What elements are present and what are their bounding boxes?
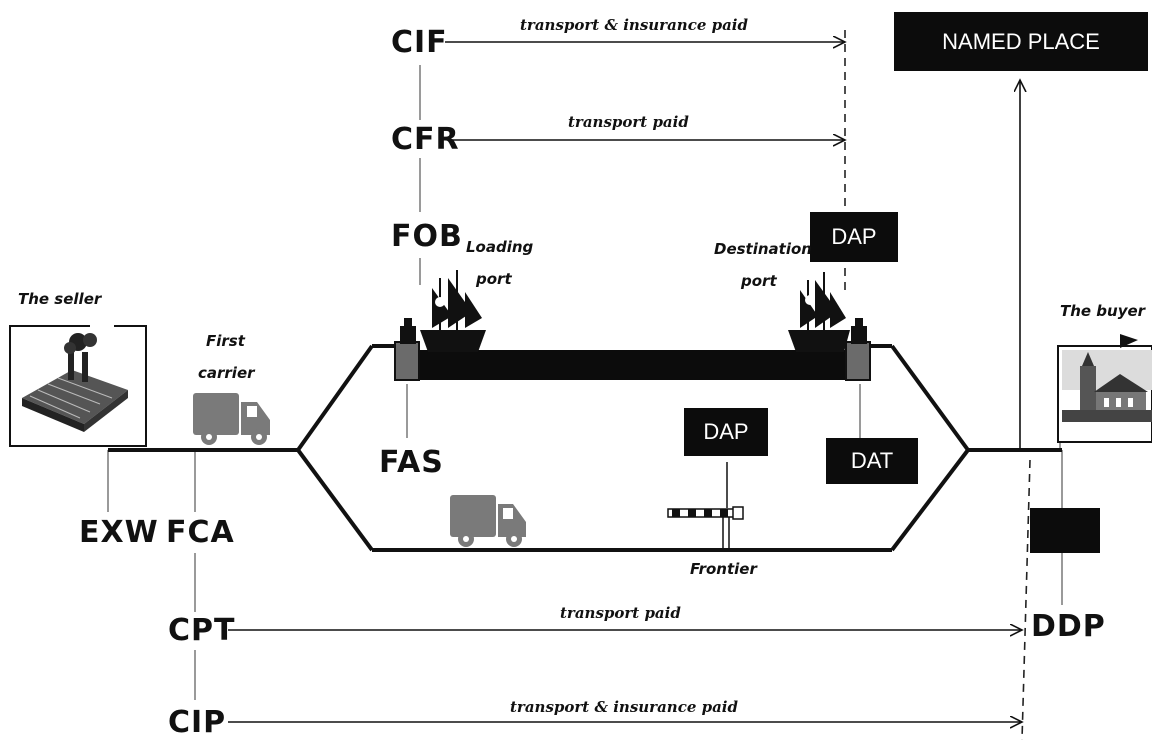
destination-quay bbox=[845, 341, 871, 381]
buyer-label: The buyer bbox=[1060, 302, 1146, 320]
cfr-arrow-label: transport paid bbox=[568, 113, 689, 131]
loading-quay bbox=[394, 341, 420, 381]
dap-frontier-box: DAP bbox=[684, 408, 768, 456]
first-carrier-line1: First bbox=[206, 332, 245, 350]
term-fca: FCA bbox=[166, 515, 235, 550]
cip-arrow-label: transport & insurance paid bbox=[510, 698, 738, 716]
frontier-label: Frontier bbox=[690, 560, 757, 578]
term-cif: CIF bbox=[391, 25, 448, 60]
ship-icon bbox=[788, 272, 850, 352]
ddp-box bbox=[1030, 508, 1100, 553]
truck-icon bbox=[193, 393, 270, 445]
crane-icon bbox=[400, 318, 416, 344]
barrier-icon bbox=[667, 462, 744, 548]
cif-arrow-label: transport & insurance paid bbox=[520, 16, 748, 34]
destination-port-line1: Destination bbox=[714, 240, 812, 258]
crane-icon bbox=[851, 318, 867, 344]
named-place-dashed-line bbox=[1021, 459, 1031, 741]
term-fas: FAS bbox=[379, 445, 444, 480]
transport-route bbox=[108, 344, 1062, 552]
first-carrier-line2: carrier bbox=[198, 364, 255, 382]
ship-icon bbox=[420, 270, 486, 352]
truck-icon bbox=[450, 495, 526, 547]
term-exw: EXW bbox=[79, 515, 159, 550]
term-cpt: CPT bbox=[168, 613, 236, 648]
seller-label: The seller bbox=[18, 290, 102, 308]
loading-port-line2: port bbox=[476, 270, 512, 288]
cpt-arrow-label: transport paid bbox=[560, 604, 681, 622]
term-ddp: DDP bbox=[1031, 609, 1106, 644]
loading-port-line1: Loading bbox=[466, 238, 534, 256]
church-icon bbox=[1057, 334, 1152, 443]
named-place-box: NAMED PLACE bbox=[894, 12, 1148, 71]
sea-route-bar bbox=[395, 350, 870, 380]
term-cfr: CFR bbox=[391, 122, 460, 157]
dat-box: DAT bbox=[826, 438, 918, 484]
destination-port-line2: port bbox=[741, 272, 777, 290]
factory-icon bbox=[9, 322, 147, 447]
term-fob: FOB bbox=[391, 219, 463, 254]
term-cip: CIP bbox=[168, 705, 227, 740]
dap-port-box: DAP bbox=[810, 212, 898, 262]
